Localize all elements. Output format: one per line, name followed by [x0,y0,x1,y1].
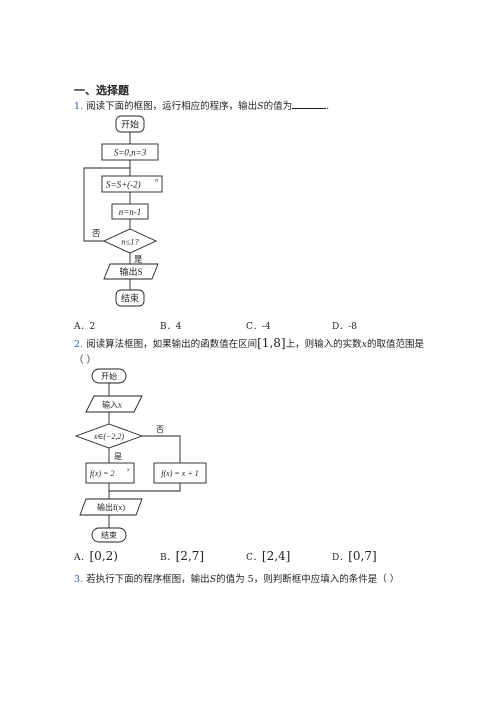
flowchart-2: 开始 输入x x∈(−2,2) 否 是 f(x) = 2 x f(x) = x … [74,368,207,543]
fc1-start-label: 开始 [121,119,139,130]
fc1-no-label: 否 [92,228,101,238]
question-1-stem-2: 的值为 [263,101,293,112]
fc2-output-box [79,498,143,516]
fc1-update-exp: n [155,178,158,184]
question-3-text: 3. 若执行下面的程序框图，输出S的值为 5，则判断框中应填入的条件是（ ） [74,571,399,585]
fc1-cond-label: n≤1? [121,237,139,247]
fc2-no-line [142,435,181,463]
question-2-text: 2. 阅读算法框图，如果输出的函数值在区间[1,8]上，则输入的实数x的取值范围… [74,336,424,350]
fc2-no-label: 否 [156,425,164,434]
question-2-number: 2. [74,339,84,350]
q2-option-c[interactable]: C．[2,4] [246,549,290,563]
flowchart-1: 开始 S=0,n=3 S=S+(-2) n n=n-1 n≤1? 否 是 输出S… [83,115,163,307]
fc2-input-box [85,395,143,413]
fc1-update-label: S=S+(-2) [106,180,141,190]
question-2-stem-c: 的取值范围是 [366,339,424,350]
fc2-merge-line [109,483,181,492]
fc1-output-label: 输出S [119,266,142,277]
fc1-yes-label: 是 [134,254,143,264]
q1-option-d[interactable]: D．-8 [332,322,357,332]
question-1-number: 1. [74,101,84,112]
question-2-stem-b: 上，则输入的实数 [285,339,362,350]
fc1-init-label: S=0,n=3 [114,148,147,158]
fc1-end-label: 结束 [121,293,139,304]
question-1-var: S [257,101,264,112]
fc2-cond-label: x∈(−2,2) [93,432,125,441]
question-3-var: S [209,574,217,585]
fc2-left-box [85,462,135,484]
fc1-loop-line [83,167,130,242]
q2-option-b[interactable]: B．[2,7] [160,549,204,563]
fc2-output-label: 输出f(x) [97,502,125,512]
question-1-text: 1. 阅读下面的框图，运行相应的程序，输出S的值为. [74,98,329,112]
fc1-output-box [103,263,159,280]
question-3-number: 3. [74,574,84,585]
question-3-stem-2: 的值为 5，则判断框中应填入的条件是（ ） [216,574,400,585]
q2-option-b-label: B． [160,553,176,563]
fc1-end-box [115,289,145,307]
q2-option-b-value: [2,7] [175,549,205,563]
answer-blank [292,99,327,109]
fc2-start-label: 开始 [101,371,117,381]
fc2-end-box [91,527,127,543]
fc2-left-exp: x [126,467,130,473]
q2-option-d-label: D． [332,553,349,563]
fc2-right-label: f(x) = x + 1 [161,469,198,478]
question-3-stem: 若执行下面的程序框图，输出 [86,574,210,585]
fc1-dec-label: n=n-1 [119,207,142,217]
section-heading: 一、选择题 [74,84,129,97]
q2-option-a-value: [0,2) [89,549,118,563]
question-2-var: x [361,339,367,350]
q1-option-b[interactable]: B．4 [160,322,182,332]
fc2-left-label: f(x) = 2 [90,469,115,478]
fc2-end-label: 结束 [101,530,117,540]
fc2-input-label: 输入x [102,400,122,410]
question-2-paren: （ ） [74,355,97,366]
q1-option-a[interactable]: A．2 [74,322,96,332]
question-2-stem-a: 阅读算法框图，如果输出的函数值在区间 [86,339,258,350]
question-1-stem: 阅读下面的框图，运行相应的程序，输出 [86,101,258,112]
q2-option-d-value: [0,7] [348,549,377,563]
q2-option-d[interactable]: D．[0,7] [332,549,377,563]
fc1-update-box [101,175,163,193]
fc2-yes-label: 是 [114,452,122,461]
q1-option-c[interactable]: C．-4 [246,322,271,332]
question-2-interval: [1,8] [257,336,286,350]
q2-option-a[interactable]: A．[0,2) [74,549,118,563]
q2-option-c-value: [2,4] [261,549,291,563]
q2-option-a-label: A． [74,553,90,563]
q2-option-c-label: C． [246,553,262,563]
question-1-end: . [326,101,330,112]
